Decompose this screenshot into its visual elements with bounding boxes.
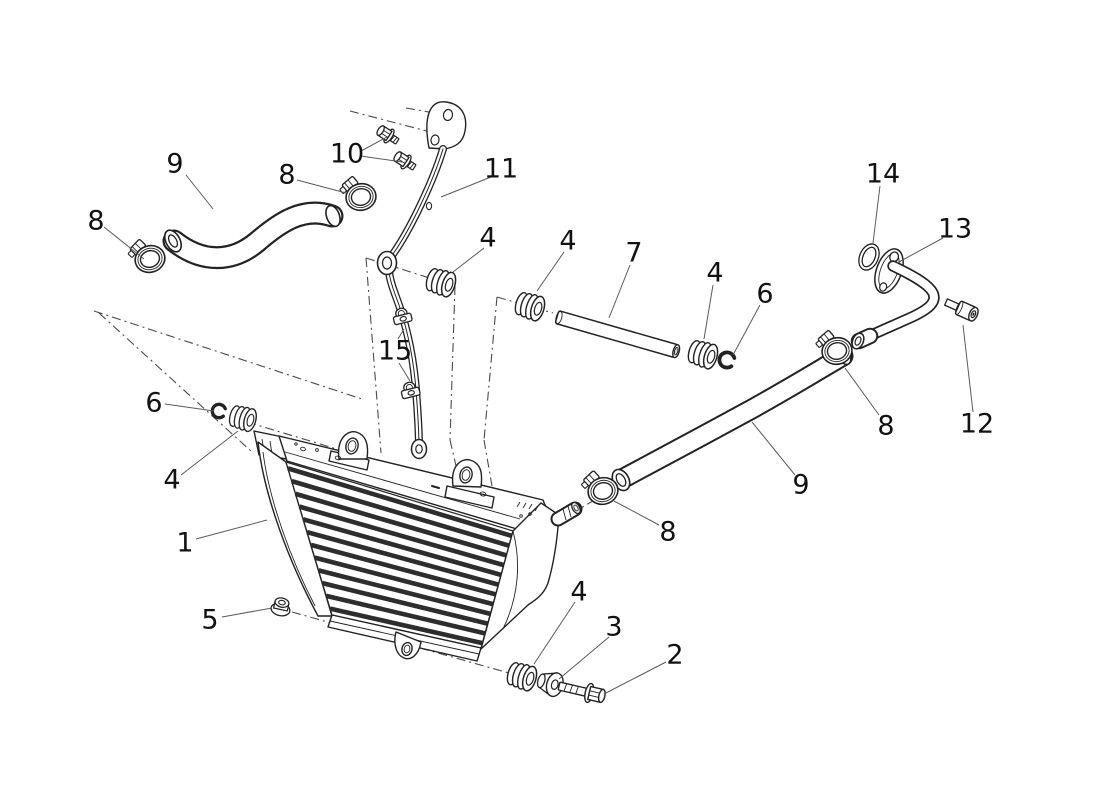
hose-clamp — [335, 171, 380, 215]
radiator-fin — [287, 466, 513, 539]
construction-line — [93, 310, 363, 400]
callout-label-8: 8 — [278, 160, 295, 191]
leader-line-9 — [185, 174, 214, 210]
callout-label-9: 9 — [166, 149, 183, 180]
radiator-fin — [298, 504, 505, 568]
callout-label-4: 4 — [706, 258, 723, 289]
cable-clip — [390, 305, 414, 326]
callout-label-14: 14 — [866, 159, 900, 190]
leader-line-10 — [360, 136, 388, 152]
callout-label-8: 8 — [659, 517, 676, 548]
leader-line-11 — [440, 176, 492, 198]
leader-line-8 — [844, 367, 880, 416]
rubber-grommet — [422, 265, 459, 300]
radiator-fins — [287, 466, 513, 646]
leader-line-14 — [872, 185, 881, 244]
construction-line — [365, 257, 382, 454]
radiator-fin — [321, 580, 489, 626]
radiator-mount-ear — [328, 430, 370, 471]
oil-cooler-radiator — [253, 430, 583, 662]
leader-lines — [103, 136, 974, 695]
radiator-outlet-stub — [550, 501, 583, 527]
callout-label-2: 2 — [666, 640, 683, 671]
oil-hose-upper — [162, 201, 344, 270]
rubber-grommet — [226, 402, 260, 434]
callout-label-4: 4 — [163, 465, 180, 496]
mounting-pin — [554, 310, 681, 359]
callout-label-7: 7 — [625, 238, 642, 269]
radiator-fin — [306, 529, 499, 587]
callout-label-5: 5 — [201, 605, 218, 636]
construction-line — [98, 312, 253, 453]
callout-label-8: 8 — [877, 411, 894, 442]
callout-label-4: 4 — [570, 577, 587, 608]
leader-line-4 — [180, 430, 239, 476]
rubber-grommet — [511, 289, 548, 324]
leader-line-4 — [452, 247, 485, 273]
leader-line-10 — [360, 155, 403, 163]
socket-bolt — [943, 298, 979, 322]
callout-label-13: 13 — [938, 214, 972, 245]
callout-label-15: 15 — [378, 336, 412, 367]
leader-line-13 — [896, 237, 944, 264]
leader-line-9 — [751, 421, 796, 476]
radiator-fin — [294, 491, 507, 558]
callout-label-6: 6 — [145, 388, 162, 419]
construction-lines — [93, 107, 597, 674]
rubber-grommet — [684, 337, 721, 372]
radiator-fin — [302, 517, 502, 578]
rubber-grommet — [503, 659, 540, 694]
leader-line-15 — [398, 362, 411, 382]
leader-line-6 — [164, 403, 215, 412]
flange-bolt — [557, 681, 606, 704]
callout-label-8: 8 — [87, 206, 104, 237]
construction-line — [449, 285, 456, 441]
callout-label-10: 10 — [330, 139, 364, 170]
leader-line-6 — [732, 304, 761, 356]
flange-nut — [270, 597, 291, 617]
leader-line-4 — [536, 251, 565, 292]
leader-line-15 — [397, 328, 405, 340]
radiator-fin — [318, 568, 491, 617]
leader-line-4 — [703, 284, 714, 340]
callout-label-4: 4 — [559, 226, 576, 257]
radiator-mount-ear — [444, 458, 495, 509]
leader-line-5 — [221, 607, 273, 618]
callout-label-6: 6 — [756, 279, 773, 310]
radiator-bottom-tab — [394, 631, 422, 660]
construction-line — [246, 421, 351, 454]
callout-label-12: 12 — [960, 409, 994, 440]
oil-pipe — [850, 248, 940, 350]
radiator-fin — [329, 606, 483, 646]
support-bracket — [376, 101, 467, 460]
leader-line-7 — [608, 264, 631, 319]
radiator-fin — [325, 593, 486, 636]
leader-line-4 — [533, 601, 576, 665]
flange-bolt-small — [373, 121, 403, 149]
callout-label-11: 11 — [484, 154, 518, 185]
callout-label-9: 9 — [792, 470, 809, 501]
leader-line-2 — [603, 661, 667, 695]
radiator-fin — [314, 555, 494, 607]
callout-label-3: 3 — [605, 612, 622, 643]
radiator-fin — [291, 478, 510, 548]
construction-line — [483, 296, 498, 441]
leader-line-8 — [296, 179, 347, 194]
leader-line-8 — [613, 500, 660, 526]
callout-label-4: 4 — [479, 223, 496, 254]
radiator-fin — [310, 542, 497, 597]
leader-line-12 — [962, 324, 974, 413]
construction-line — [349, 110, 439, 135]
construction-line — [483, 439, 493, 487]
callout-label-1: 1 — [176, 528, 193, 559]
circlip — [715, 348, 738, 372]
leader-line-8 — [103, 226, 145, 260]
hose-clamp — [123, 232, 170, 279]
o-ring-gasket — [858, 243, 880, 271]
leader-line-1 — [195, 519, 268, 540]
leader-line-3 — [558, 636, 610, 680]
